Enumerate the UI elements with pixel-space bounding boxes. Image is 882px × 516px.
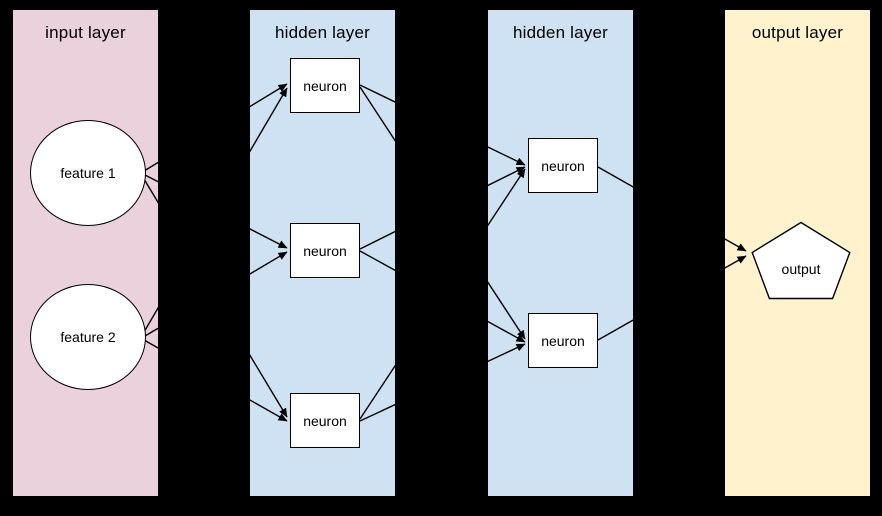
node-feature-1: feature 1 xyxy=(30,120,146,226)
node-output-label: output xyxy=(781,261,821,277)
node-hidden1-neuron-2: neuron xyxy=(290,223,360,278)
edge-feature2-h1n2 xyxy=(144,251,288,337)
node-hidden2-neuron-2: neuron xyxy=(528,313,598,368)
edge-h1n1-h2n2 xyxy=(359,86,526,340)
edge-h2n1-output xyxy=(597,166,747,252)
output-layer-label: output layer xyxy=(751,23,844,42)
edge-h1n1-h2n1 xyxy=(359,84,526,166)
edge-feature1-h1n3 xyxy=(143,178,288,418)
node-hidden2-neuron-2-label: neuron xyxy=(541,332,585,349)
pentagon-shape xyxy=(751,221,851,300)
node-feature-2: feature 2 xyxy=(30,284,146,390)
hidden-layer-1-label: hidden layer xyxy=(274,23,371,42)
node-hidden1-neuron-1-label: neuron xyxy=(303,77,347,94)
edge-feature1-h1n2 xyxy=(144,174,288,249)
edge-h1n2-h2n2 xyxy=(359,250,526,343)
node-hidden1-neuron-3-label: neuron xyxy=(303,412,347,429)
node-hidden1-neuron-3: neuron xyxy=(290,393,360,448)
node-feature-2-label: feature 2 xyxy=(60,329,116,345)
node-hidden1-neuron-2-label: neuron xyxy=(303,242,347,259)
node-output: output xyxy=(751,221,851,300)
node-hidden2-neuron-1-label: neuron xyxy=(541,157,585,174)
input-layer-label: input layer xyxy=(45,23,126,42)
node-feature-1-label: feature 1 xyxy=(60,165,116,181)
node-hidden1-neuron-1: neuron xyxy=(290,58,360,113)
node-hidden2-neuron-1: neuron xyxy=(528,138,598,193)
edge-h2n2-output xyxy=(597,255,747,341)
edge-h1n3-h2n2 xyxy=(359,343,526,422)
edge-feature1-h1n1 xyxy=(143,83,288,172)
edge-h1n2-h2n1 xyxy=(359,166,526,250)
edge-feature2-h1n1 xyxy=(143,87,288,333)
edge-feature2-h1n3 xyxy=(143,339,288,422)
input-layer-panel: input layer xyxy=(13,10,158,496)
hidden-layer-2-label: hidden layer xyxy=(512,23,609,42)
edge-h1n3-h2n1 xyxy=(359,168,526,420)
hidden-layer-2-panel: hidden layer xyxy=(488,10,633,496)
